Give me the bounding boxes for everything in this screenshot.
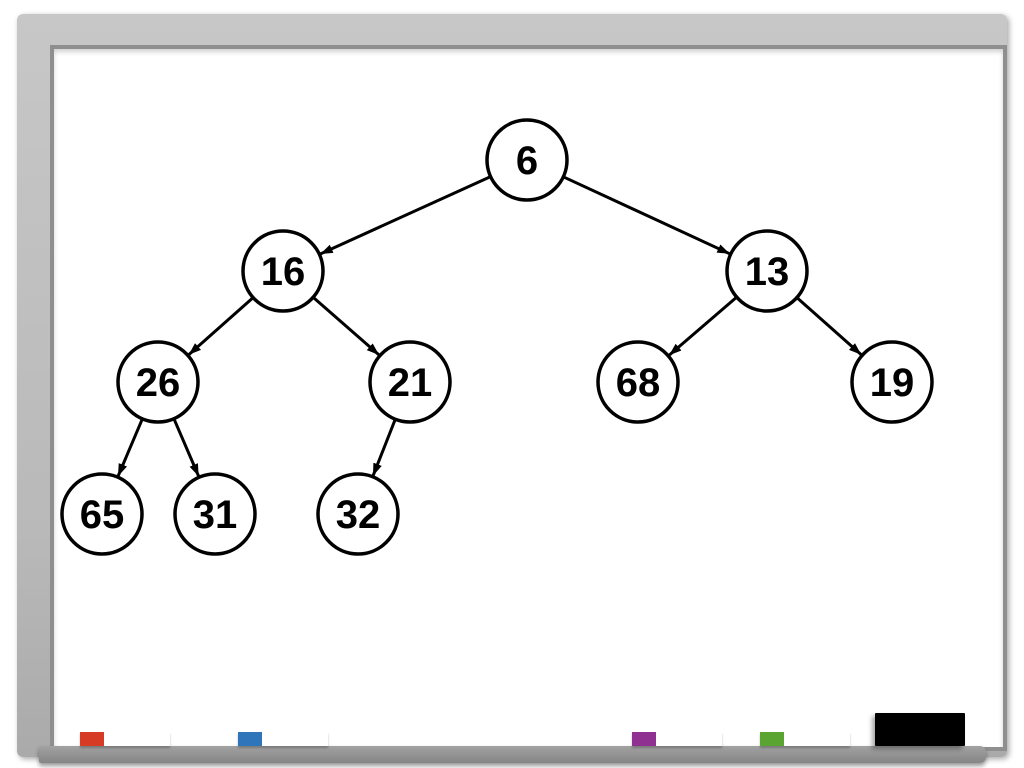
eraser (875, 713, 965, 746)
purple-marker-tip (632, 732, 656, 746)
blue-marker (238, 732, 328, 746)
blue-marker-tip (238, 732, 262, 746)
purple-marker (632, 732, 722, 746)
red-marker-body (104, 732, 170, 746)
marker-tray (39, 746, 986, 763)
purple-marker-body (656, 732, 722, 746)
red-marker-tip (80, 732, 104, 746)
green-marker-tip (760, 732, 784, 746)
green-marker (760, 732, 850, 746)
blue-marker-body (262, 732, 328, 746)
green-marker-body (784, 732, 850, 746)
whiteboard-surface (50, 45, 1007, 751)
red-marker (80, 732, 170, 746)
whiteboard-frame (17, 14, 1007, 757)
